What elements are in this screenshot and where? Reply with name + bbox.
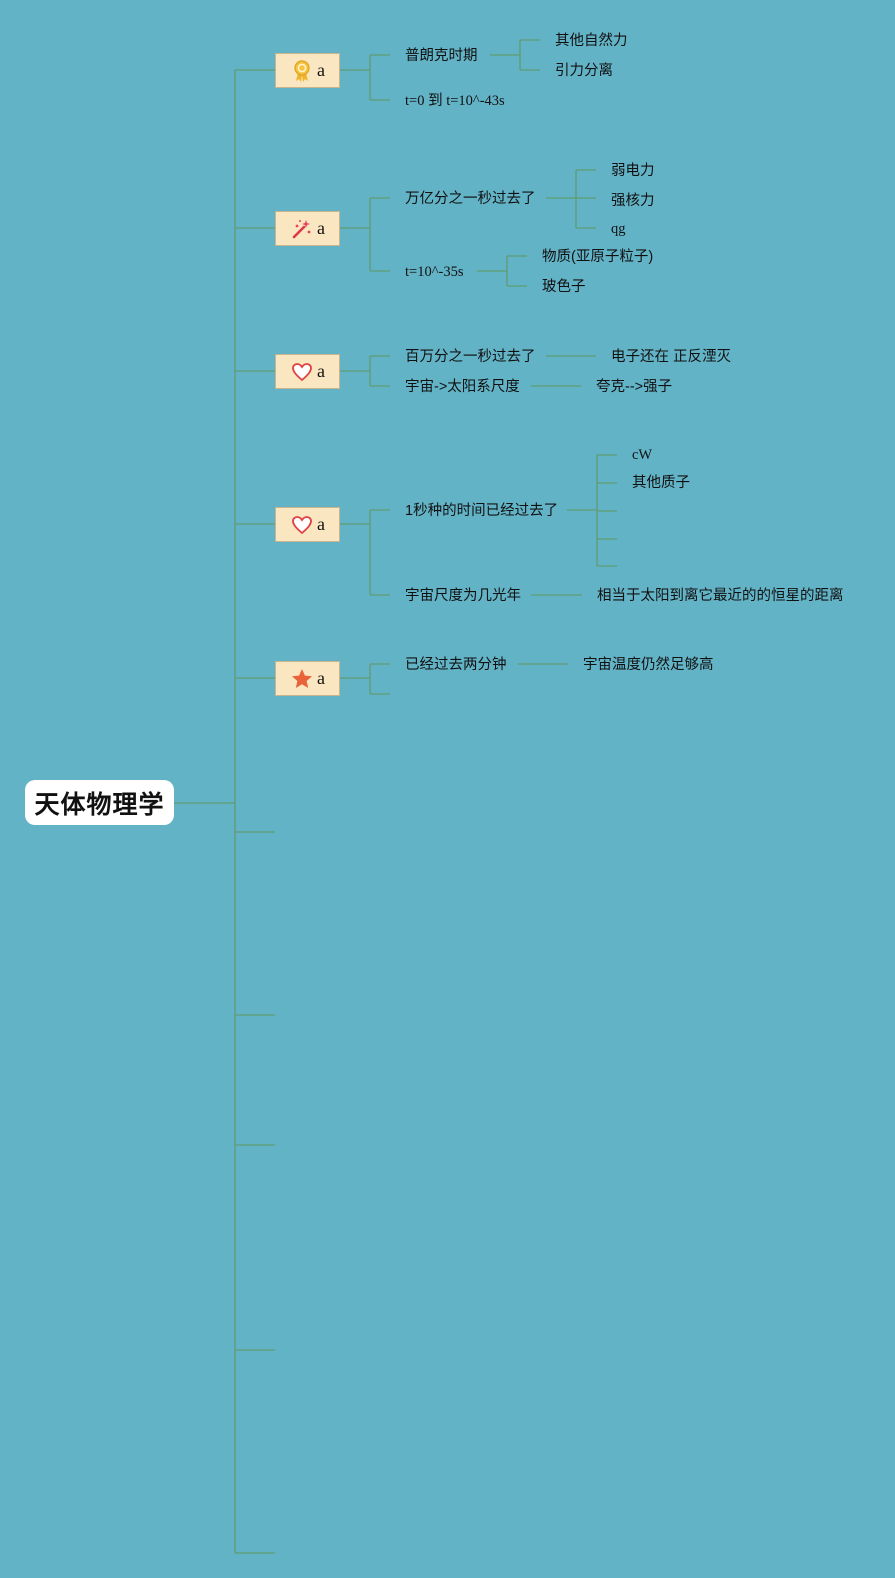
heart-icon: [290, 360, 314, 384]
leaf-node[interactable]: 弱电力: [611, 163, 655, 179]
branch-node-5-label: a: [317, 668, 325, 688]
branch-node-1[interactable]: a: [275, 53, 340, 88]
topic-node[interactable]: 宇宙->太阳系尺度: [405, 379, 520, 395]
leaf-node[interactable]: qg: [611, 221, 626, 237]
star-icon: [290, 667, 314, 691]
heart-icon: [290, 513, 314, 537]
topic-node[interactable]: t=0 到 t=10^-43s: [405, 93, 505, 109]
magic-wand-icon: [290, 217, 314, 241]
branch-node-3-label: a: [317, 361, 325, 381]
branch-node-2-label: a: [317, 218, 325, 238]
leaf-node[interactable]: 玻色子: [542, 279, 586, 295]
branch-node-4[interactable]: a: [275, 507, 340, 542]
root-node[interactable]: 天体物理学: [25, 780, 174, 825]
leaf-node[interactable]: 强核力: [611, 193, 655, 209]
topic-node[interactable]: 已经过去两分钟: [405, 657, 507, 673]
leaf-node[interactable]: 电子还在 正反湮灭: [611, 349, 732, 365]
branch-node-2[interactable]: a: [275, 211, 340, 246]
topic-node[interactable]: 1秒种的时间已经过去了: [405, 503, 559, 519]
leaf-node[interactable]: 夸克-->强子: [596, 379, 673, 395]
leaf-node[interactable]: 其他质子: [632, 475, 690, 491]
topic-node[interactable]: 普朗克时期: [405, 48, 478, 64]
leaf-node[interactable]: 宇宙温度仍然足够高: [583, 657, 714, 673]
topic-node[interactable]: 百万分之一秒过去了: [405, 349, 536, 365]
topic-node[interactable]: 宇宙尺度为几光年: [405, 588, 521, 604]
award-ribbon-icon: [290, 59, 314, 83]
leaf-node[interactable]: cW: [632, 447, 653, 463]
leaf-node[interactable]: 其他自然力: [555, 33, 628, 49]
topic-node[interactable]: 万亿分之一秒过去了: [405, 191, 536, 207]
branch-node-4-label: a: [317, 514, 325, 534]
leaf-node[interactable]: 引力分离: [555, 63, 613, 79]
leaf-node[interactable]: 相当于太阳到离它最近的的恒星的距离: [597, 588, 844, 604]
branch-node-1-label: a: [317, 60, 325, 80]
leaf-node[interactable]: 物质(亚原子粒子): [542, 249, 654, 265]
branch-node-3[interactable]: a: [275, 354, 340, 389]
topic-node[interactable]: t=10^-35s: [405, 264, 464, 280]
root-node-label: 天体物理学: [34, 790, 165, 819]
branch-node-5[interactable]: a: [275, 661, 340, 696]
